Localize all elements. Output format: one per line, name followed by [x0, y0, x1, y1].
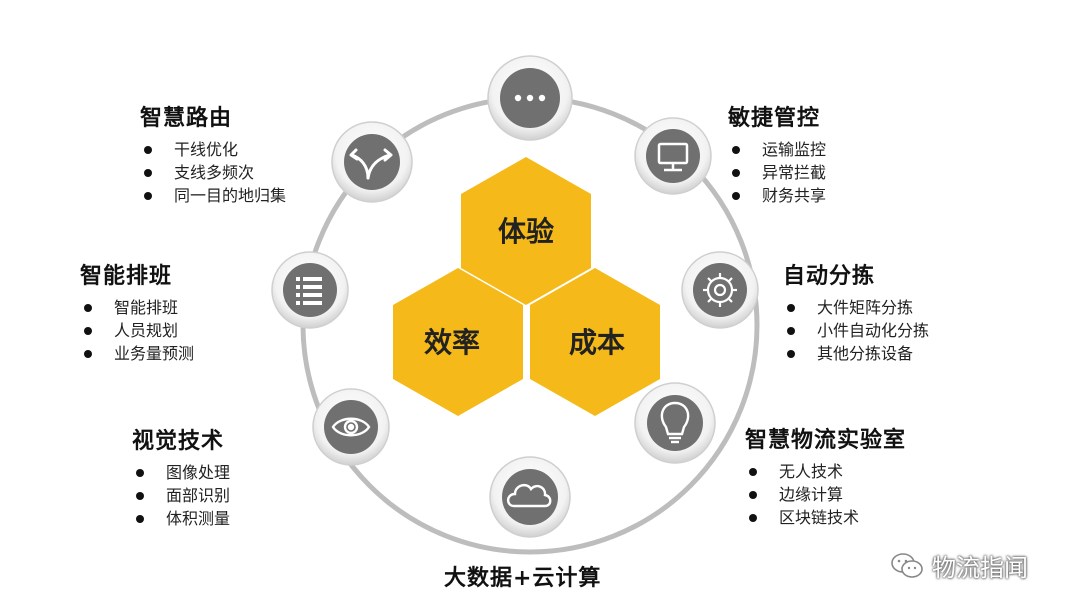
hex-label-experience: 体验 [498, 215, 554, 248]
watermark: 物流指闻 [890, 548, 1028, 583]
list-item: 干线优化 [140, 138, 286, 161]
list-item: 大件矩阵分拣 [783, 296, 929, 319]
wechat-icon [891, 552, 923, 578]
group-smart-routing: 智慧路由 干线优化 支线多频次 同一目的地归集 [140, 100, 286, 207]
list-item: 业务量预测 [80, 342, 194, 365]
node-cloud [489, 456, 571, 538]
hex-efficiency [393, 268, 523, 416]
group-title: 敏捷管控 [728, 106, 821, 131]
route-split-icon [349, 148, 393, 180]
list-item: 体积测量 [132, 507, 230, 530]
list-item: 异常拦截 [728, 161, 826, 184]
gear-icon [703, 273, 737, 307]
list-item: 小件自动化分拣 [783, 319, 929, 342]
group-list: 大件矩阵分拣 小件自动化分拣 其他分拣设备 [783, 296, 929, 365]
node-list [271, 251, 349, 329]
group-title: 大数据+云计算 [444, 566, 602, 591]
group-auto-sorting: 自动分拣 大件矩阵分拣 小件自动化分拣 其他分拣设备 [783, 258, 929, 365]
node-lightbulb [634, 382, 716, 464]
list-item: 区块链技术 [745, 506, 906, 529]
node-monitor [634, 117, 712, 195]
list-icon [296, 277, 322, 305]
group-title: 视觉技术 [132, 429, 225, 454]
group-vision-tech: 视觉技术 图像处理 面部识别 体积测量 [132, 423, 230, 530]
group-list: 运输监控 异常拦截 财务共享 [728, 138, 826, 207]
list-item: 无人技术 [745, 460, 906, 483]
list-item: 其他分拣设备 [783, 342, 929, 365]
group-title: 智慧物流实验室 [745, 428, 907, 453]
eye-icon [331, 417, 371, 437]
cloud-icon [506, 483, 552, 508]
hex-cost [530, 268, 660, 416]
group-smart-scheduling: 智能排班 智能排班 人员规划 业务量预测 [80, 258, 194, 365]
list-item: 面部识别 [132, 484, 230, 507]
group-list: 无人技术 边缘计算 区块链技术 [745, 460, 906, 529]
node-eye [312, 388, 390, 466]
group-agile-control: 敏捷管控 运输监控 异常拦截 财务共享 [728, 100, 826, 207]
hex-experience [461, 157, 591, 305]
list-item: 支线多频次 [140, 161, 286, 184]
list-item: 运输监控 [728, 138, 826, 161]
list-item: 边缘计算 [745, 483, 906, 506]
list-item: 图像处理 [132, 461, 230, 484]
group-list: 图像处理 面部识别 体积测量 [132, 461, 230, 530]
more-dots-icon [514, 94, 546, 102]
group-list: 干线优化 支线多频次 同一目的地归集 [140, 138, 286, 207]
hex-label-cost: 成本 [569, 326, 625, 359]
lightbulb-icon [660, 401, 690, 444]
list-item: 同一目的地归集 [140, 184, 286, 207]
list-item: 财务共享 [728, 184, 826, 207]
hex-label-efficiency: 效率 [424, 326, 480, 359]
group-title: 自动分拣 [783, 264, 876, 289]
group-list: 智能排班 人员规划 业务量预测 [80, 296, 194, 365]
group-smart-lab: 智慧物流实验室 无人技术 边缘计算 区块链技术 [745, 422, 906, 529]
group-title: 智能排班 [80, 264, 173, 289]
node-more [487, 55, 573, 141]
list-item: 人员规划 [80, 319, 194, 342]
node-route [331, 121, 413, 203]
monitor-icon [657, 142, 689, 172]
list-item: 智能排班 [80, 296, 194, 319]
node-gear [681, 251, 759, 329]
group-bigdata-cloud: 大数据+云计算 [444, 560, 601, 598]
group-title: 智慧路由 [140, 106, 233, 131]
watermark-text: 物流指闻 [932, 554, 1028, 582]
